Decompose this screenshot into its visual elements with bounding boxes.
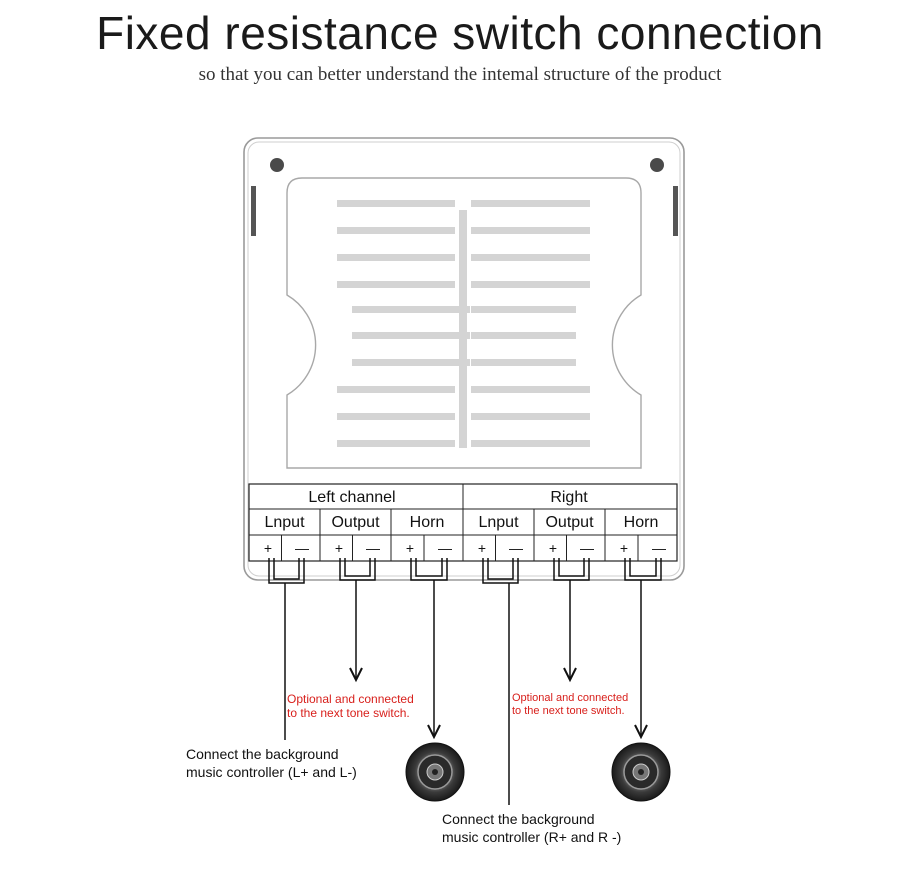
resistor-bar [471, 281, 590, 288]
terminal-block: Left channel Right Lnput + — Output + — Horn + —… [248, 483, 678, 562]
terminal-minus: — [652, 540, 666, 556]
side-slot-left [251, 186, 256, 236]
terminal-plus: + [478, 540, 486, 556]
speaker-left [405, 742, 465, 802]
resistor-bar [337, 440, 455, 447]
wiring [268, 558, 662, 805]
terminal-label: Horn [624, 514, 659, 531]
terminal-label: Lnput [478, 514, 519, 531]
terminal-label: Lnput [264, 514, 305, 531]
terminal-plus: + [335, 540, 343, 556]
resistor-bar [471, 332, 576, 339]
terminal-bridge-inner [415, 558, 443, 577]
optional-note-left: Optional and connected to the next tone … [287, 692, 414, 720]
terminal-plus: + [264, 540, 272, 556]
optional-note-left-line2: to the next tone switch. [287, 706, 410, 720]
terminal-bridge-inner [629, 558, 657, 577]
terminal-plus: + [406, 540, 414, 556]
arrow-left-output [349, 667, 363, 683]
terminal-bridge-inner [344, 558, 371, 577]
terminal-bridge-inner [487, 558, 514, 580]
speaker-right [611, 742, 671, 802]
controller-note-left-line1: Connect the background [186, 746, 339, 762]
mount-hole-left [270, 158, 284, 172]
terminal-plus: + [620, 540, 628, 556]
terminal-bridge-inner [273, 558, 300, 580]
resistor-bar [337, 281, 455, 288]
resistor-bar [337, 386, 455, 393]
resistor-bar [471, 227, 590, 234]
page-subtitle: so that you can better understand the in… [198, 64, 722, 85]
controller-note-right: Connect the background music controller … [442, 811, 621, 845]
side-slot-right [673, 186, 678, 236]
terminal-minus: — [438, 540, 452, 556]
optional-note-right-line1: Optional and connected [512, 692, 628, 704]
resistor-bar [352, 306, 470, 313]
terminal-minus: — [295, 540, 309, 556]
controller-note-left-line2: music controller (L+ and L-) [186, 764, 357, 780]
resistor-bar [352, 332, 470, 339]
resistor-bar [471, 440, 590, 447]
resistor-bar [471, 359, 576, 366]
controller-note-right-line1: Connect the background [442, 811, 595, 827]
controller-note-left: Connect the background music controller … [186, 746, 357, 780]
terminal-minus: — [366, 540, 380, 556]
resistor-spine [459, 210, 467, 448]
resistor-bar [337, 200, 455, 207]
mount-hole-right [650, 158, 664, 172]
terminal-minus: — [580, 540, 594, 556]
arrow-right-output [563, 667, 577, 683]
optional-note-right: Optional and connected to the next tone … [512, 692, 628, 717]
terminal-bridge-inner [558, 558, 585, 577]
resistor-bar [352, 359, 470, 366]
optional-note-right-line2: to the next tone switch. [512, 705, 625, 717]
terminal-label: Output [331, 514, 380, 531]
resistor-grid [337, 200, 590, 448]
terminal-bridge [410, 558, 448, 581]
resistor-bar [337, 227, 455, 234]
optional-note-left-line1: Optional and connected [287, 692, 414, 706]
terminal-bridge [553, 558, 590, 581]
terminal-label: Horn [410, 514, 445, 531]
resistor-bar [471, 200, 590, 207]
terminal-label: Output [545, 514, 594, 531]
left-channel-label: Left channel [308, 489, 395, 506]
terminal-bridge [482, 558, 519, 584]
resistor-bar [471, 254, 590, 261]
controller-note-right-line2: music controller (R+ and R -) [442, 829, 621, 845]
terminal-bridge [268, 558, 305, 584]
terminal-minus: — [509, 540, 523, 556]
resistor-bar [471, 386, 590, 393]
resistor-bar [337, 413, 455, 420]
resistor-bar [337, 254, 455, 261]
page-title: Fixed resistance switch connection [96, 7, 824, 59]
terminal-plus: + [549, 540, 557, 556]
arrow-right-horn [634, 724, 648, 740]
resistor-bar [471, 306, 576, 313]
right-channel-label: Right [550, 489, 588, 506]
terminal-bridge [624, 558, 662, 581]
arrow-left-horn [427, 724, 441, 740]
terminal-bridge [339, 558, 376, 581]
resistor-bar [471, 413, 590, 420]
